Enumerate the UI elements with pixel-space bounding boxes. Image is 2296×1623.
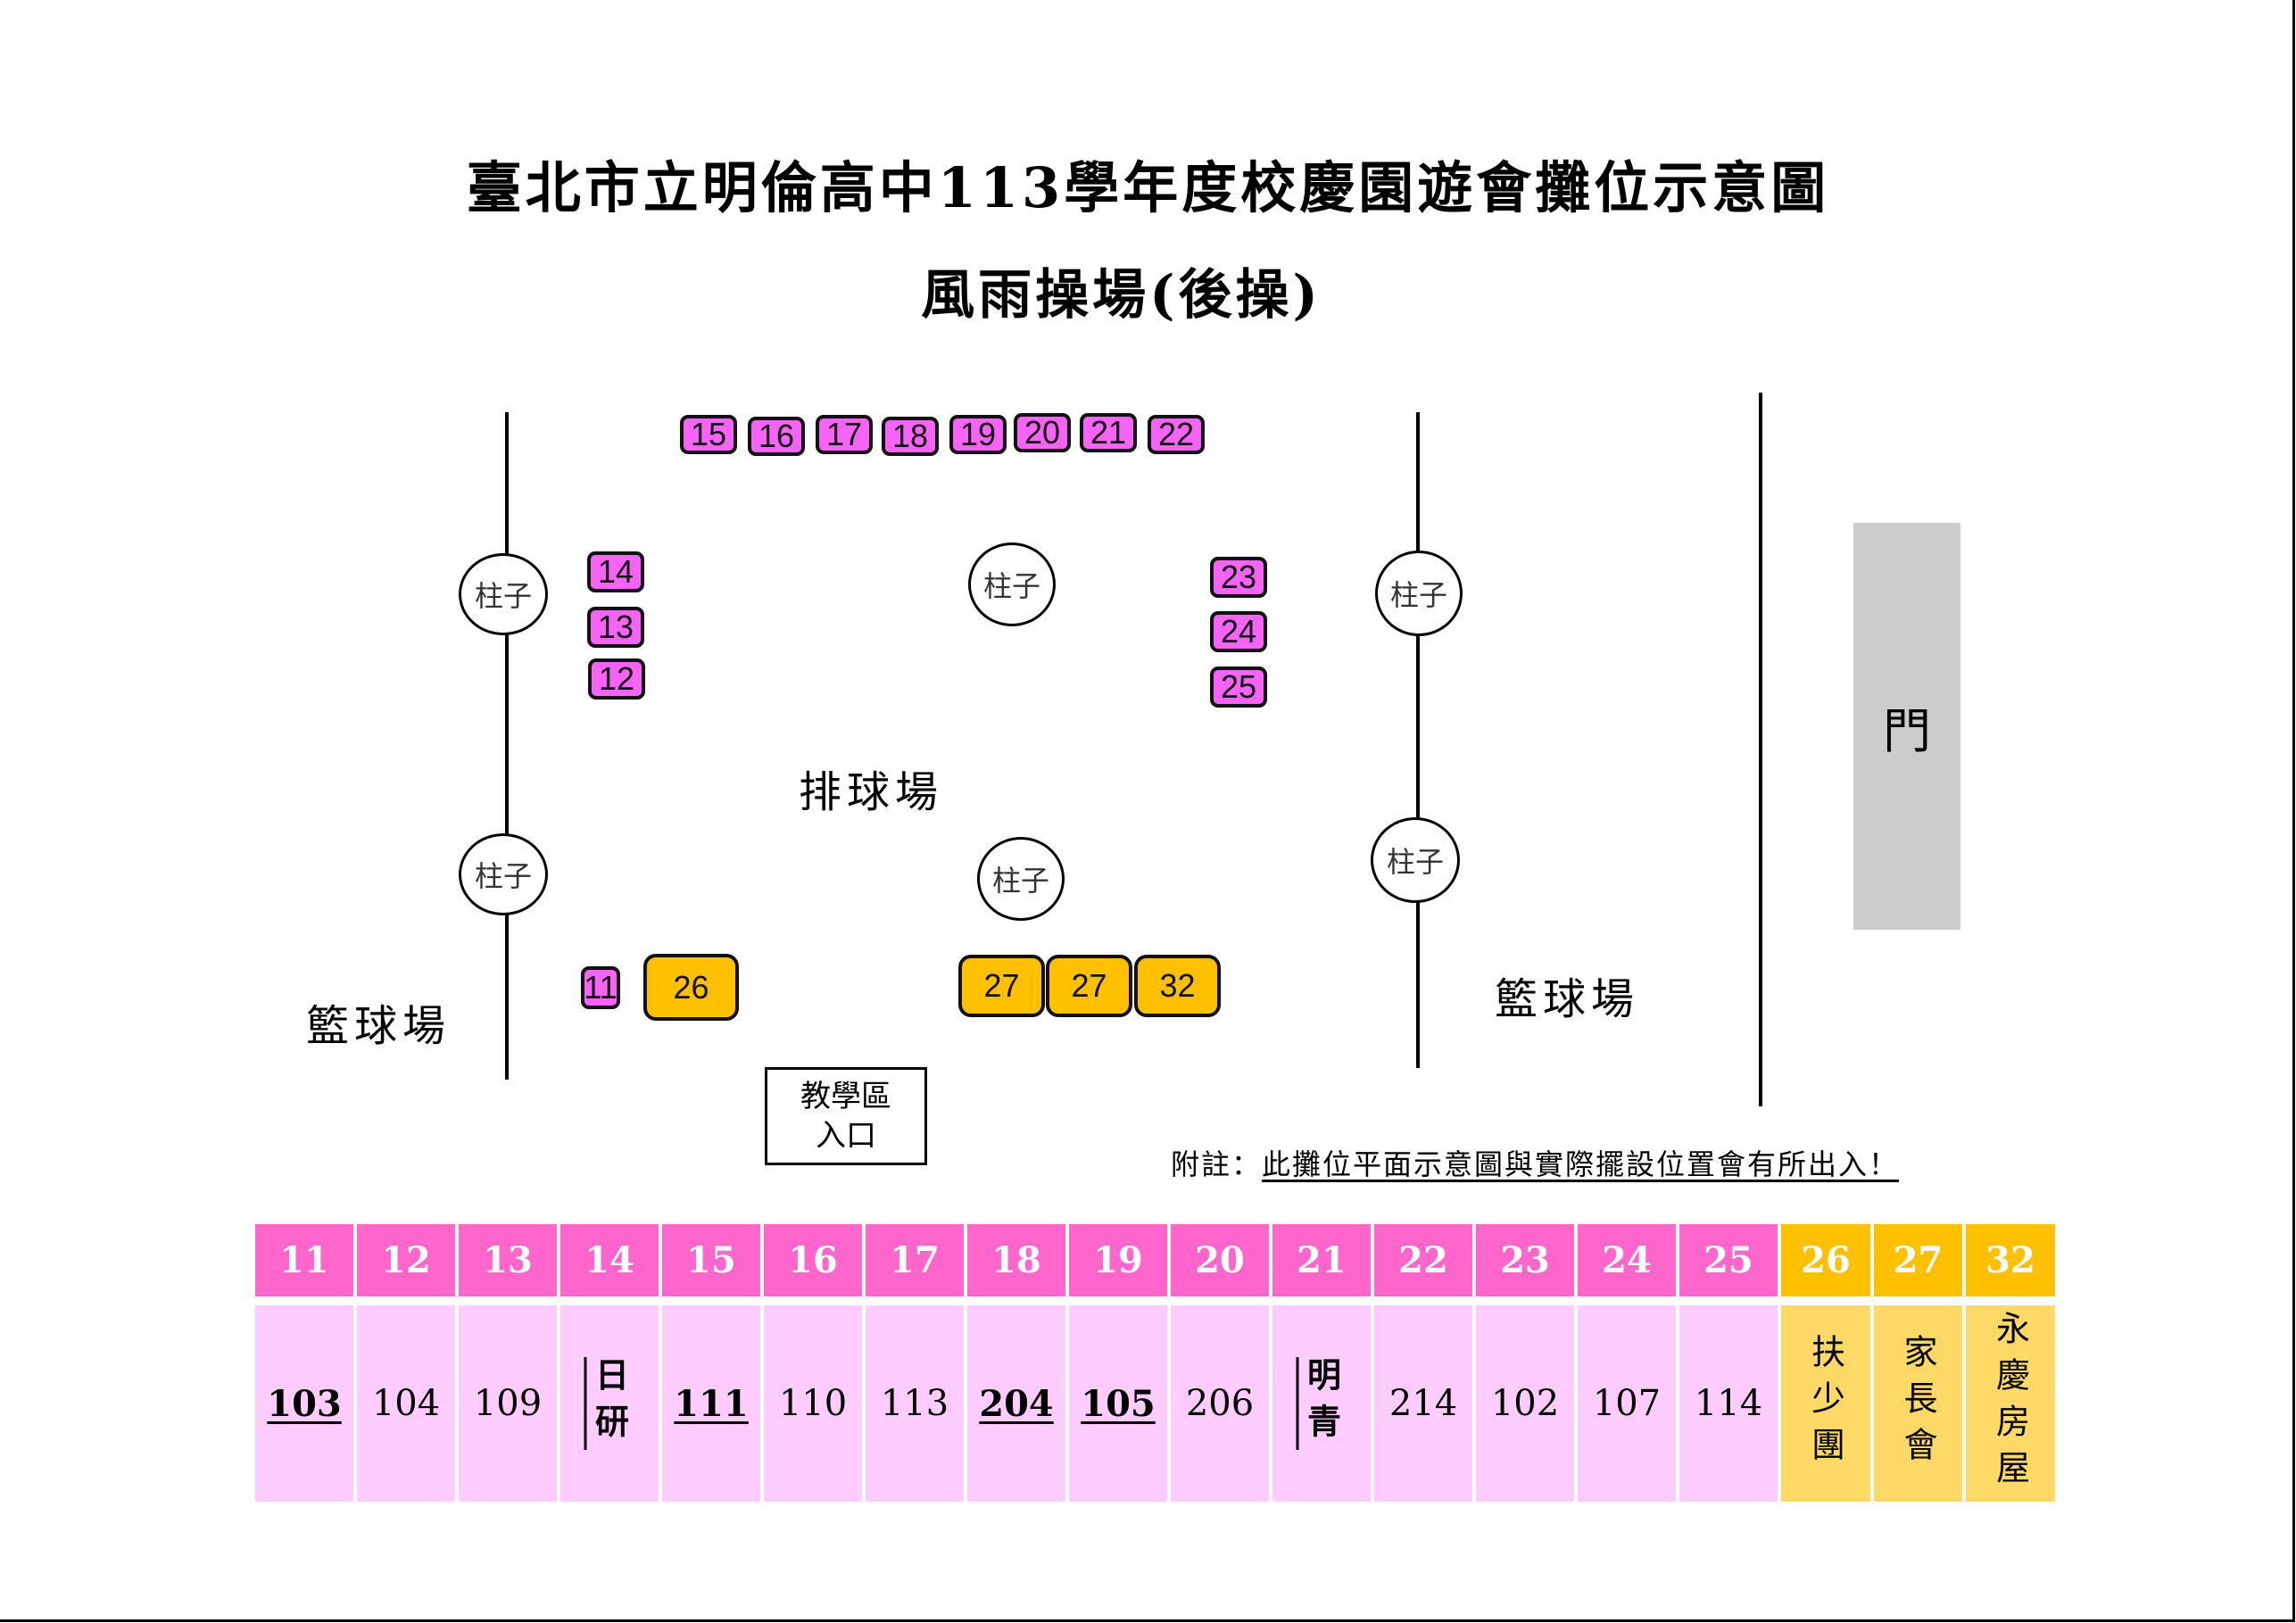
pillar-right-lower: 柱子 (1371, 817, 1460, 903)
booth-16[interactable]: 16 (748, 417, 805, 456)
table-assignee-cell: 206 (1171, 1305, 1269, 1502)
pillar-right-upper: 柱子 (1375, 551, 1463, 636)
table-assignee-cell: 109 (459, 1305, 557, 1502)
booth-20[interactable]: 20 (1014, 413, 1071, 452)
booth-15[interactable]: 15 (680, 415, 737, 454)
pillar-center-lower: 柱子 (977, 837, 1065, 921)
entrance-label-line2: 入口 (816, 1118, 876, 1154)
gate: 門 (1853, 523, 1960, 930)
table-column-booth-32: 32 永慶房屋 (1966, 1224, 2055, 1502)
table-assignee-cell: 103 (255, 1305, 353, 1502)
left-court-line (505, 412, 509, 1080)
teaching-area-entrance: 教學區 入口 (765, 1067, 927, 1165)
booth-27-a[interactable]: 27 (958, 955, 1045, 1017)
table-header-cell: 11 (255, 1224, 353, 1296)
table-column-booth-26: 26 扶少團 (1781, 1224, 1870, 1502)
table-assignee-cell: 105 (1069, 1305, 1167, 1502)
table-column-booth-27: 27 家長會 (1874, 1224, 1962, 1502)
table-assignee-cell: 104 (357, 1305, 455, 1502)
pillar-left-upper: 柱子 (459, 553, 548, 635)
table-header-cell: 25 (1679, 1224, 1778, 1296)
table-assignee-cell: 扶少團 (1781, 1305, 1870, 1502)
table-assignee-cell: 114 (1679, 1305, 1778, 1502)
basketball-court-right-label: 籃球場 (1495, 974, 1640, 1024)
table-header-cell: 32 (1966, 1224, 2055, 1296)
table-header-cell: 21 (1272, 1224, 1371, 1296)
table-header-cell: 13 (459, 1224, 557, 1296)
right-court-line (1416, 412, 1420, 1068)
booth-26[interactable]: 26 (643, 954, 739, 1021)
basketball-court-left-label: 籃球場 (306, 1001, 452, 1051)
booth-32[interactable]: 32 (1134, 955, 1221, 1017)
booth-13[interactable]: 13 (587, 607, 644, 648)
note-prefix: 附註： (1171, 1147, 1263, 1181)
booth-17[interactable]: 17 (816, 415, 873, 454)
table-header-cell: 23 (1476, 1224, 1574, 1296)
table-header-cell: 19 (1069, 1224, 1167, 1296)
table-header-cell: 17 (866, 1224, 964, 1296)
note-text: 此攤位平面示意圖與實際擺設位置會有所出入！ (1262, 1147, 1900, 1181)
booth-23[interactable]: 23 (1210, 557, 1267, 598)
booth-14[interactable]: 14 (587, 551, 644, 592)
booth-12[interactable]: 12 (588, 658, 645, 700)
table-assignee-cell: 113 (866, 1305, 964, 1502)
table-assignee-cell: 明青 (1272, 1305, 1371, 1502)
table-header-cell: 12 (357, 1224, 455, 1296)
table-assignee-cell: 111 (662, 1305, 760, 1502)
booth-19[interactable]: 19 (949, 415, 1007, 454)
page-title: 臺北市立明倫高中113學年度校慶園遊會攤位示意圖 (466, 155, 1830, 220)
table-header-cell: 15 (662, 1224, 760, 1296)
booth-24[interactable]: 24 (1210, 611, 1267, 652)
page-subtitle: 風雨操場(後操) (921, 264, 1322, 327)
booth-22[interactable]: 22 (1148, 415, 1205, 454)
table-assignee-cell: 永慶房屋 (1966, 1305, 2055, 1502)
pillar-left-lower: 柱子 (459, 833, 548, 915)
disclaimer-note: 附註：此攤位平面示意圖與實際擺設位置會有所出入！ (1171, 1142, 1899, 1183)
booth-21[interactable]: 21 (1080, 413, 1137, 452)
table-header-cell: 14 (560, 1224, 659, 1296)
table-assignee-cell: 110 (764, 1305, 862, 1502)
table-assignee-cell: 214 (1374, 1305, 1472, 1502)
table-assignee-cell: 107 (1578, 1305, 1676, 1502)
table-header-cell: 27 (1874, 1224, 1962, 1296)
table-assignee-cell: 日研 (560, 1305, 659, 1502)
entrance-label-line1: 教學區 (800, 1079, 891, 1114)
booth-25[interactable]: 25 (1210, 667, 1267, 708)
wall-line (1759, 393, 1762, 1106)
table-assignee-cell: 家長會 (1874, 1305, 1962, 1502)
table-assignee-cell: 204 (967, 1305, 1065, 1502)
booth-27-b[interactable]: 27 (1046, 955, 1132, 1017)
volleyball-court-label: 排球場 (799, 767, 944, 817)
table-assignee-cell: 102 (1476, 1305, 1574, 1502)
pillar-center-upper: 柱子 (968, 542, 1056, 626)
table-header-cell: 18 (967, 1224, 1065, 1296)
booth-11[interactable]: 11 (581, 966, 620, 1009)
booth-18[interactable]: 18 (882, 417, 939, 456)
table-header-cell: 20 (1171, 1224, 1269, 1296)
table-header-cell: 16 (764, 1224, 862, 1296)
table-header-cell: 24 (1578, 1224, 1676, 1296)
table-header-cell: 22 (1374, 1224, 1472, 1296)
table-header-cell: 26 (1781, 1224, 1870, 1296)
table-column-booth-14: 14 日研 (560, 1224, 659, 1502)
table-column-booth-21: 21 明青 (1272, 1224, 1371, 1502)
